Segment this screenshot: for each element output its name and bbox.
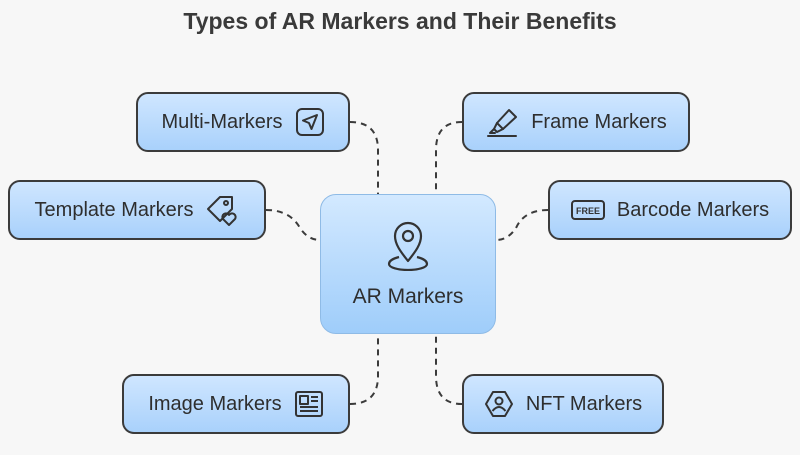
hexagon-user-icon <box>484 389 514 419</box>
node-template-markers: Template Markers <box>8 180 266 240</box>
node-image-markers: Image Markers <box>122 374 350 434</box>
free-badge-icon: FREE <box>570 200 605 220</box>
node-label: NFT Markers <box>525 392 643 415</box>
node-frame-markers: Frame Markers <box>462 92 690 152</box>
connector-template <box>265 209 321 241</box>
connector-image <box>349 334 379 405</box>
node-label: Barcode Markers <box>616 198 770 221</box>
svg-text:FREE: FREE <box>576 206 600 216</box>
node-label: Frame Markers <box>531 110 667 133</box>
node-label: Template Markers <box>34 198 194 221</box>
diagram-title: Types of AR Markers and Their Benefits <box>183 8 617 34</box>
node-multi-markers: Multi-Markers <box>136 92 350 152</box>
node-label: Image Markers <box>148 392 282 415</box>
connector-multi <box>349 121 379 194</box>
connector-frame <box>435 121 463 194</box>
center-node-ar-markers: AR Markers <box>320 194 496 334</box>
node-barcode-markers: FREE Barcode Markers <box>548 180 792 240</box>
node-nft-markers: NFT Markers <box>462 374 664 434</box>
connector-barcode <box>495 209 549 241</box>
highlighter-icon <box>485 107 519 137</box>
node-label: Multi-Markers <box>161 110 283 133</box>
navigation-arrow-icon <box>295 107 325 137</box>
article-image-icon <box>294 389 324 419</box>
connector-nft <box>435 334 463 405</box>
center-label: AR Markers <box>352 285 464 308</box>
map-pin-icon <box>385 219 431 271</box>
tag-heart-icon <box>205 194 239 226</box>
